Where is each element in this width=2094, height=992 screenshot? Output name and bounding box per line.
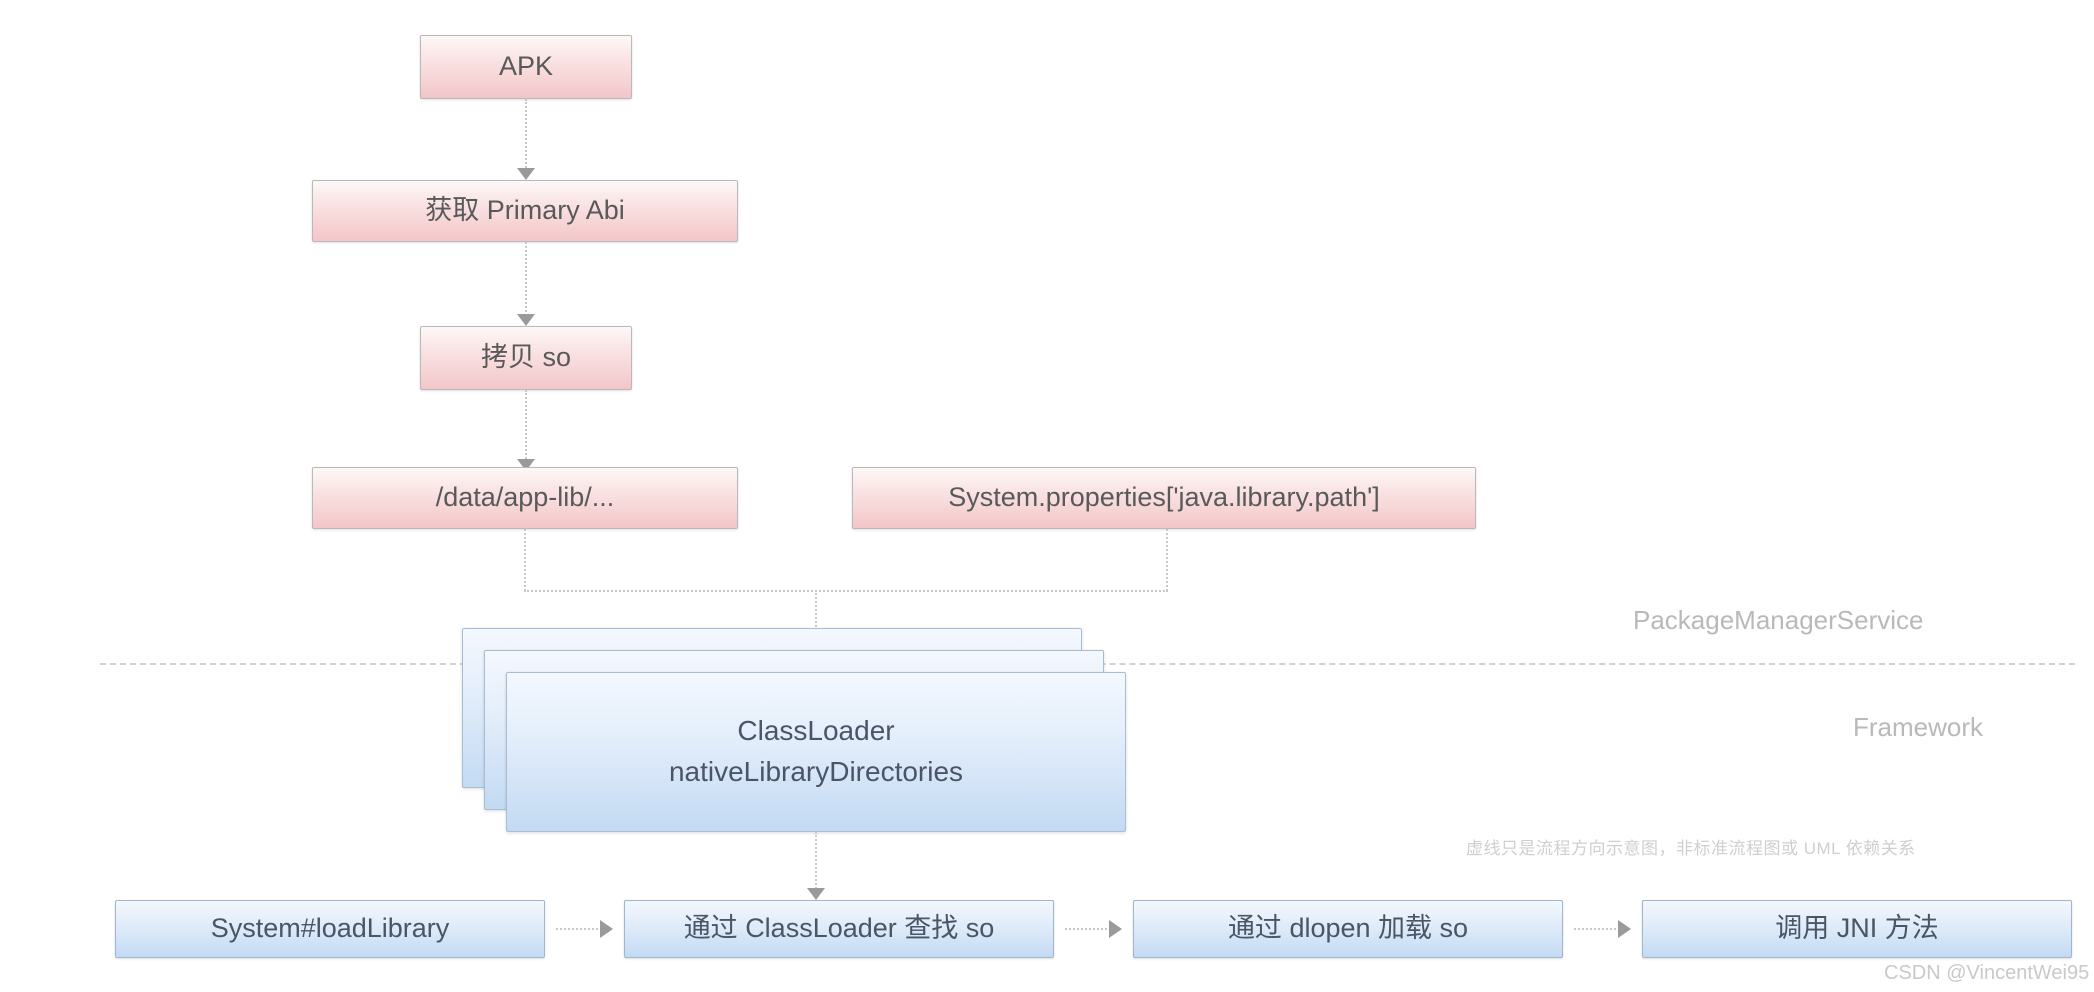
connector-app-lib-down <box>524 529 526 591</box>
arrowhead-apk-to-primary-abi <box>517 168 535 180</box>
node-find-so-via-classloader[interactable]: 通过 ClassLoader 查找 so <box>624 900 1054 958</box>
connector-merge-to-classloader <box>815 590 817 650</box>
arrowhead-primary-abi-to-copy-so <box>517 314 535 326</box>
layer-label-packagemanagerservice: PackageManagerService <box>1633 605 1924 635</box>
arrowhead-dlopen-to-jni <box>1618 920 1631 938</box>
connector-loadlibrary-to-find-so <box>556 928 598 930</box>
connector-find-so-to-dlopen <box>1065 928 1107 930</box>
connector-dlopen-to-jni <box>1574 928 1616 930</box>
connector-copy-so-to-app-lib <box>525 390 527 462</box>
connector-merge-horizontal <box>524 590 1168 592</box>
node-java-library-path[interactable]: System.properties['java.library.path'] <box>852 467 1476 529</box>
node-apk[interactable]: APK <box>420 35 632 99</box>
connector-java-library-path-down <box>1166 529 1168 591</box>
arrowhead-find-so-to-dlopen <box>1109 920 1122 938</box>
node-copy-so[interactable]: 拷贝 so <box>420 326 632 390</box>
diagram-note: 虚线只是流程方向示意图，非标准流程图或 UML 依赖关系 <box>1466 839 1916 858</box>
arrowhead-classloader-to-find-so <box>807 888 825 900</box>
layer-label-framework: Framework <box>1853 712 1984 742</box>
node-get-primary-abi[interactable]: 获取 Primary Abi <box>312 180 738 242</box>
node-system-loadlibrary[interactable]: System#loadLibrary <box>115 900 545 958</box>
node-classloader[interactable]: ClassLoader nativeLibraryDirectories <box>506 672 1126 832</box>
csdn-watermark: CSDN @VincentWei95 <box>1884 962 2090 984</box>
connector-apk-to-primary-abi <box>525 99 527 171</box>
connector-primary-abi-to-copy-so <box>525 242 527 316</box>
arrowhead-loadlibrary-to-find-so <box>600 920 613 938</box>
node-data-app-lib[interactable]: /data/app-lib/... <box>312 467 738 529</box>
connector-classloader-to-find-so <box>815 832 817 892</box>
node-call-jni-method[interactable]: 调用 JNI 方法 <box>1642 900 2072 958</box>
node-dlopen-load-so[interactable]: 通过 dlopen 加载 so <box>1133 900 1563 958</box>
